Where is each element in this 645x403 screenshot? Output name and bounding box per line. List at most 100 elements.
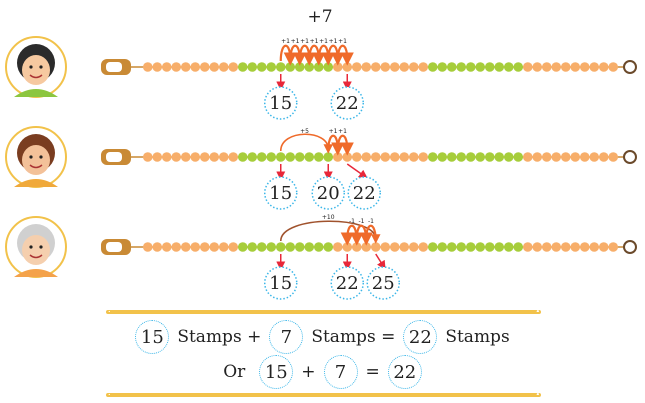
bead xyxy=(503,152,514,162)
number-label: 22 xyxy=(336,93,359,114)
end-ring xyxy=(623,240,637,254)
bead xyxy=(494,242,505,252)
bead xyxy=(285,62,296,72)
bead xyxy=(351,62,362,72)
bead xyxy=(323,242,334,252)
bead xyxy=(389,152,400,162)
bead xyxy=(323,62,334,72)
bead xyxy=(475,62,486,72)
equals-sign: = xyxy=(365,362,380,382)
hop-arrow xyxy=(336,44,354,66)
bead xyxy=(608,152,619,162)
number-circle: 22 xyxy=(387,355,422,389)
eye xyxy=(39,245,43,249)
bead xyxy=(209,152,220,162)
bead xyxy=(494,62,505,72)
mouth xyxy=(29,74,43,79)
bead xyxy=(209,62,220,72)
bead xyxy=(551,242,562,252)
equation-text: Stamps xyxy=(445,327,510,347)
hop-label: +1 xyxy=(329,128,338,135)
bead xyxy=(380,242,391,252)
bead xyxy=(266,152,277,162)
avatar-grandmother xyxy=(5,216,67,278)
bead xyxy=(503,242,514,252)
bead xyxy=(579,242,590,252)
bead xyxy=(228,62,239,72)
bead xyxy=(275,242,286,252)
down-arrow xyxy=(375,253,386,270)
bead xyxy=(142,152,153,162)
hop-label: +10 xyxy=(322,214,335,221)
number-circle xyxy=(330,266,364,300)
hop-arrow xyxy=(279,44,297,66)
bead xyxy=(589,152,600,162)
bead xyxy=(237,62,248,72)
bead xyxy=(275,62,286,72)
bead xyxy=(427,242,438,252)
hop-label: +1 xyxy=(300,38,309,45)
bead xyxy=(332,62,343,72)
bead xyxy=(342,62,353,72)
equation-numbers: Or 15 + 7 = 22 xyxy=(0,355,645,389)
bead xyxy=(427,152,438,162)
end-ring xyxy=(623,60,637,74)
equation-words: 15 Stamps + 7 Stamps = 22 Stamps xyxy=(0,320,645,354)
bead xyxy=(522,242,533,252)
bead xyxy=(408,62,419,72)
bead xyxy=(142,242,153,252)
hop-arrow xyxy=(298,44,316,66)
hop-label: +1 xyxy=(281,38,290,45)
mouth xyxy=(29,164,43,169)
bead xyxy=(342,152,353,162)
clothes xyxy=(14,179,58,187)
bead xyxy=(465,62,476,72)
avatar-girl xyxy=(5,36,67,98)
bead xyxy=(332,242,343,252)
bead xyxy=(608,62,619,72)
avatar-woman xyxy=(5,126,67,188)
bead xyxy=(304,62,315,72)
bead xyxy=(380,152,391,162)
number-circle: 15 xyxy=(259,355,294,389)
bead xyxy=(579,152,590,162)
bead xyxy=(161,62,172,72)
bead xyxy=(427,62,438,72)
number-circle: 7 xyxy=(323,355,358,389)
face xyxy=(22,55,50,85)
bead xyxy=(180,152,191,162)
eye xyxy=(29,65,33,69)
hop-label: +5 xyxy=(300,128,309,135)
eye xyxy=(29,155,33,159)
bead xyxy=(475,242,486,252)
bead xyxy=(598,62,609,72)
hop-label: +1 xyxy=(329,38,338,45)
bead xyxy=(570,152,581,162)
bead xyxy=(342,242,353,252)
hop-arrow xyxy=(340,224,358,246)
bead xyxy=(437,152,448,162)
bead xyxy=(323,152,334,162)
bead xyxy=(285,242,296,252)
bead xyxy=(532,152,543,162)
bead xyxy=(570,62,581,72)
bead xyxy=(532,62,543,72)
number-circle xyxy=(311,176,345,210)
bead xyxy=(351,152,362,162)
bead xyxy=(541,152,552,162)
bead xyxy=(560,152,571,162)
bead xyxy=(484,242,495,252)
bead xyxy=(361,152,372,162)
hop-arrow xyxy=(327,44,345,66)
eye xyxy=(39,65,43,69)
bead xyxy=(247,242,258,252)
bead xyxy=(408,242,419,252)
eye xyxy=(29,245,33,249)
bead xyxy=(351,242,362,252)
hop-label: +1 xyxy=(338,128,347,135)
bead xyxy=(294,242,305,252)
